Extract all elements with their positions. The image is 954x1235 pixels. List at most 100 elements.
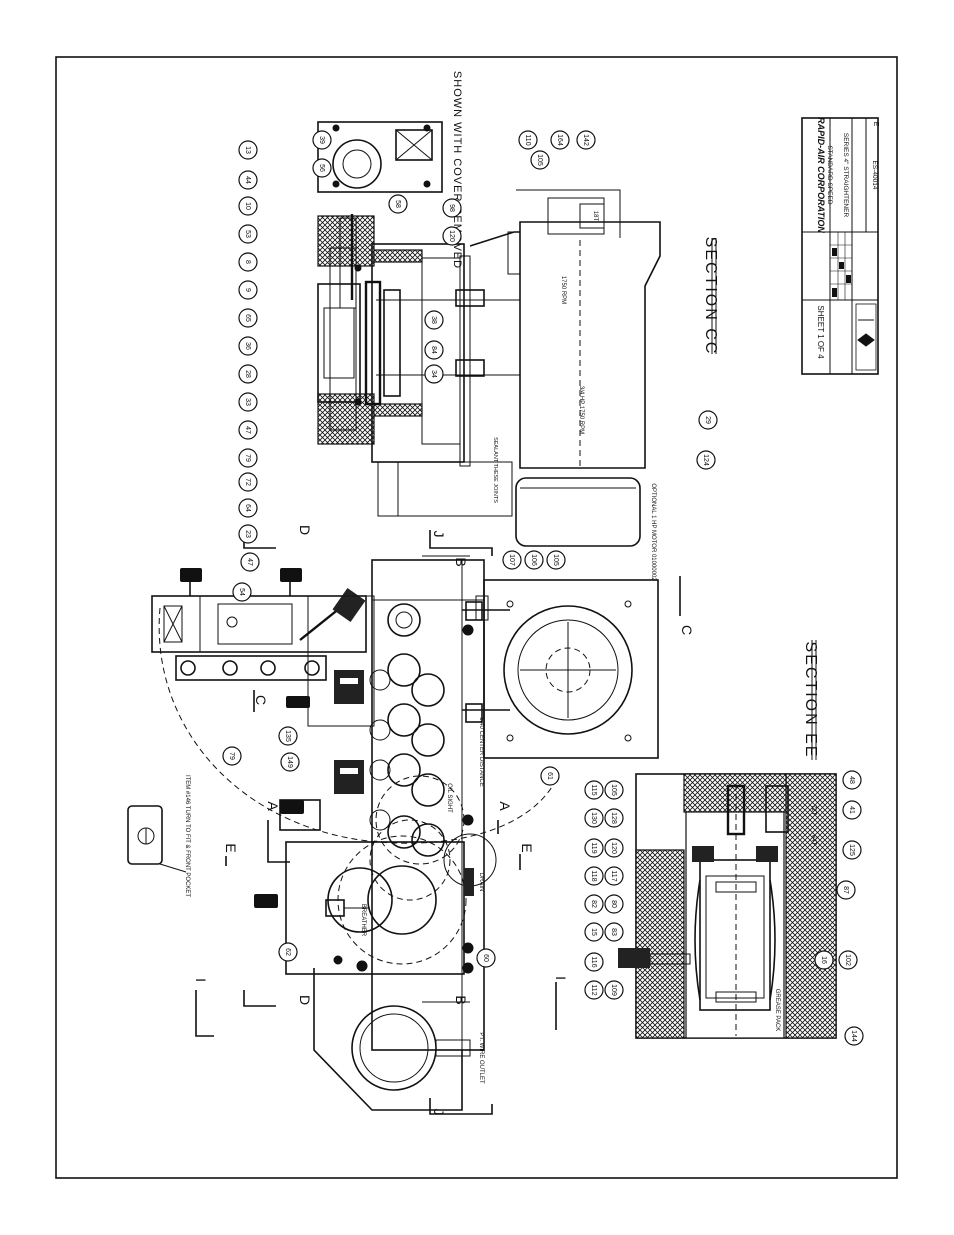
wire-outlet-label: PT. WIRE OUTLET (478, 1032, 484, 1084)
balloon-cc-142: 142 (576, 130, 596, 150)
balloon-number: 130 (590, 812, 597, 824)
balloon-number: 124 (702, 454, 709, 466)
center-distance-label: 5.40 CENTER DISTANCE (478, 717, 484, 787)
balloon-number: 107 (508, 554, 515, 566)
balloon-number: 44 (244, 176, 251, 184)
balloon-cc-47: 47 (240, 552, 260, 572)
balloon-mid-105: 105 (546, 550, 566, 570)
balloon-number: 106 (530, 554, 537, 566)
balloon-cc-54: 54 (232, 582, 252, 602)
section-letter-b2: B (453, 995, 469, 1004)
section-letter-j2: J (431, 1109, 447, 1116)
balloon-number: 9 (244, 288, 251, 292)
section-ee-view (618, 773, 837, 1039)
optional-motor-label: OPTIONAL 1 HP MOTOR 01000002 (650, 483, 656, 581)
balloon-number: 80 (610, 900, 617, 908)
balloon-number: 120 (448, 230, 455, 242)
rpm-top-label: 1750 RPM (560, 276, 566, 304)
balloon-ee-87: 87 (836, 880, 856, 900)
balloon-cc-34: 34 (424, 364, 444, 384)
balloon-number: 98 (448, 204, 455, 212)
balloon-cc-8: 8 (238, 252, 258, 272)
section-letter-i1: I (193, 978, 209, 982)
title-dwg-no: ES-40014 (871, 161, 878, 190)
balloon-mid-149: 149 (280, 752, 300, 772)
balloon-cc-10: 10 (238, 196, 258, 216)
balloon-number: 102 (844, 954, 851, 966)
section-letter-a2: A (497, 801, 513, 811)
balloon-number: 53 (244, 230, 251, 238)
balloon-number: 54 (238, 588, 245, 596)
balloon-ee-115: 115 (584, 780, 604, 800)
balloon-number: 120 (610, 842, 617, 854)
balloon-mid-135: 135 (278, 726, 298, 746)
balloon-number: 33 (244, 398, 251, 406)
balloon-number: 34 (430, 370, 437, 378)
balloon-number: 15 (590, 928, 597, 936)
motor-label: 3/4 HP 1750 RPM (578, 386, 584, 434)
balloon-number: 72 (244, 478, 251, 486)
section-letter-j1: J (431, 531, 447, 538)
balloon-cc-9: 9 (238, 280, 258, 300)
balloon-number: 164 (556, 134, 563, 146)
balloon-ee-144: 144 (844, 1026, 864, 1046)
item-note-label: ITEM #146 TURN TO FIT & FRONT POCKET (184, 775, 190, 897)
section-letter-e1: E (223, 843, 239, 852)
cutting-planes (195, 530, 681, 1115)
balloon-number: 105 (610, 784, 617, 796)
section-letter-c2: C (253, 695, 269, 705)
breather-label: BREATHER (360, 904, 366, 937)
balloon-number: 84 (430, 346, 437, 354)
balloon-number: 39 (318, 136, 325, 144)
balloon-mid-107: 107 (502, 550, 522, 570)
balloon-cc-120: 120 (442, 226, 462, 246)
balloon-number: 41 (848, 806, 855, 814)
section-letter-e2: E (519, 843, 535, 852)
section-letter-c1: C (679, 625, 695, 635)
balloon-cc-110: 110 (518, 130, 538, 150)
grease-pack-label: GREASE PACK (774, 989, 780, 1032)
balloon-cc-29: 29 (698, 410, 718, 430)
title-description: SERIES 4" STRAIGHTENER (842, 133, 849, 218)
balloon-number: 13 (244, 146, 251, 154)
balloon-mid-60: 60 (476, 948, 496, 968)
balloon-cc-33: 33 (238, 392, 258, 412)
balloon-number: 105 (552, 554, 559, 566)
balloon-number: 16 (820, 956, 827, 964)
balloon-cc-98: 98 (442, 198, 462, 218)
balloon-number: 110 (524, 134, 531, 145)
balloon-number: 115 (590, 784, 597, 795)
balloon-cc-64: 64 (238, 498, 258, 518)
balloon-number: 82 (590, 900, 597, 908)
section-letter-d2: D (297, 995, 313, 1005)
balloon-number: 112 (590, 984, 597, 995)
balloon-ee-118: 118 (584, 866, 604, 886)
balloon-mid-79: 79 (222, 746, 242, 766)
balloon-ee-83: 83 (604, 922, 624, 942)
balloon-cc-124: 124 (696, 450, 716, 470)
balloon-number: 79 (228, 752, 235, 760)
gear-18t-label: 18T (592, 211, 598, 222)
balloon-number: 62 (284, 948, 291, 956)
balloon-cc-47: 47 (238, 420, 258, 440)
balloon-cc-65: 65 (238, 308, 258, 328)
balloon-ee-116: 116 (584, 952, 604, 972)
balloon-ee-109: 109 (604, 980, 624, 1000)
balloon-cc-36: 36 (238, 336, 258, 356)
balloon-number: 64 (244, 504, 251, 512)
balloon-number: 65 (244, 314, 251, 322)
balloon-top-56: 56 (312, 158, 332, 178)
balloon-top-39: 39 (312, 130, 332, 150)
balloon-number: 29 (704, 416, 711, 424)
item-note-callout (127, 805, 187, 873)
balloon-number: 61 (546, 772, 553, 780)
balloon-ee-48: 48 (842, 770, 862, 790)
balloon-ee-117: 117 (604, 866, 624, 886)
balloon-top-58: 58 (388, 194, 408, 214)
gearbox-main-view (151, 559, 659, 1111)
balloon-ee-125: 125 (842, 840, 862, 860)
balloon-ee-102: 102 (838, 950, 858, 970)
balloon-number: 60 (482, 954, 489, 962)
section-letter-d1: D (297, 525, 313, 535)
balloon-ee-41: 41 (842, 800, 862, 820)
